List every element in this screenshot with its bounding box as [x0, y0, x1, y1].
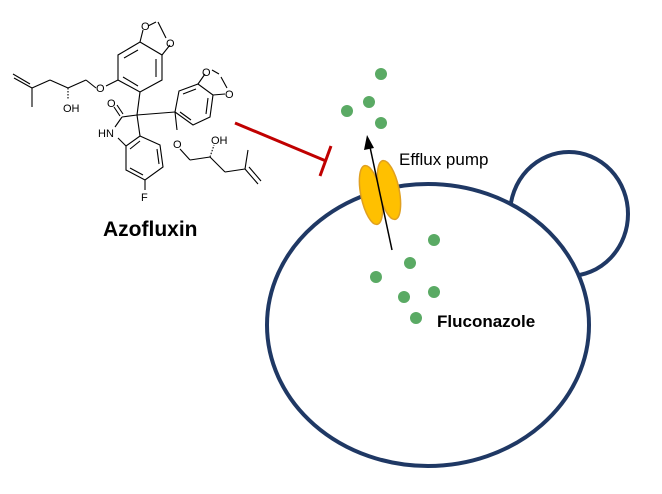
atom-labels: O O O OH O HN F O O O OH	[63, 21, 234, 204]
fluconazole-dot	[341, 105, 353, 117]
svg-text:O: O	[166, 38, 175, 50]
fluconazole-dot	[375, 68, 387, 80]
fluconazole-dot	[375, 117, 387, 129]
efflux-pump-label: Efflux pump	[399, 150, 489, 169]
svg-text:OH: OH	[63, 103, 80, 115]
fluconazole-molecules	[341, 68, 440, 324]
fluconazole-dot	[398, 291, 410, 303]
efflux-arrow	[364, 135, 393, 251]
fluconazole-dot	[410, 312, 422, 324]
fluconazole-dot	[428, 286, 440, 298]
fluconazole-dot	[428, 234, 440, 246]
svg-text:O: O	[141, 21, 150, 33]
inhibition-arrow	[234, 121, 333, 177]
fluconazole-dot	[404, 257, 416, 269]
svg-text:HN: HN	[98, 128, 114, 140]
azofluxin-label: Azofluxin	[103, 218, 198, 241]
fluconazole-dot	[363, 96, 375, 108]
svg-text:O: O	[96, 83, 105, 95]
fluconazole-label: Fluconazole	[437, 312, 536, 331]
svg-text:O: O	[225, 89, 234, 101]
svg-text:O: O	[202, 67, 211, 79]
svg-text:F: F	[141, 192, 148, 204]
svg-text:O: O	[173, 139, 182, 151]
azofluxin-structure	[12, 21, 262, 190]
svg-text:OH: OH	[211, 135, 228, 147]
fluconazole-dot	[370, 271, 382, 283]
efflux-pump	[358, 159, 402, 226]
svg-text:O: O	[107, 98, 116, 110]
yeast-cell	[265, 182, 591, 468]
